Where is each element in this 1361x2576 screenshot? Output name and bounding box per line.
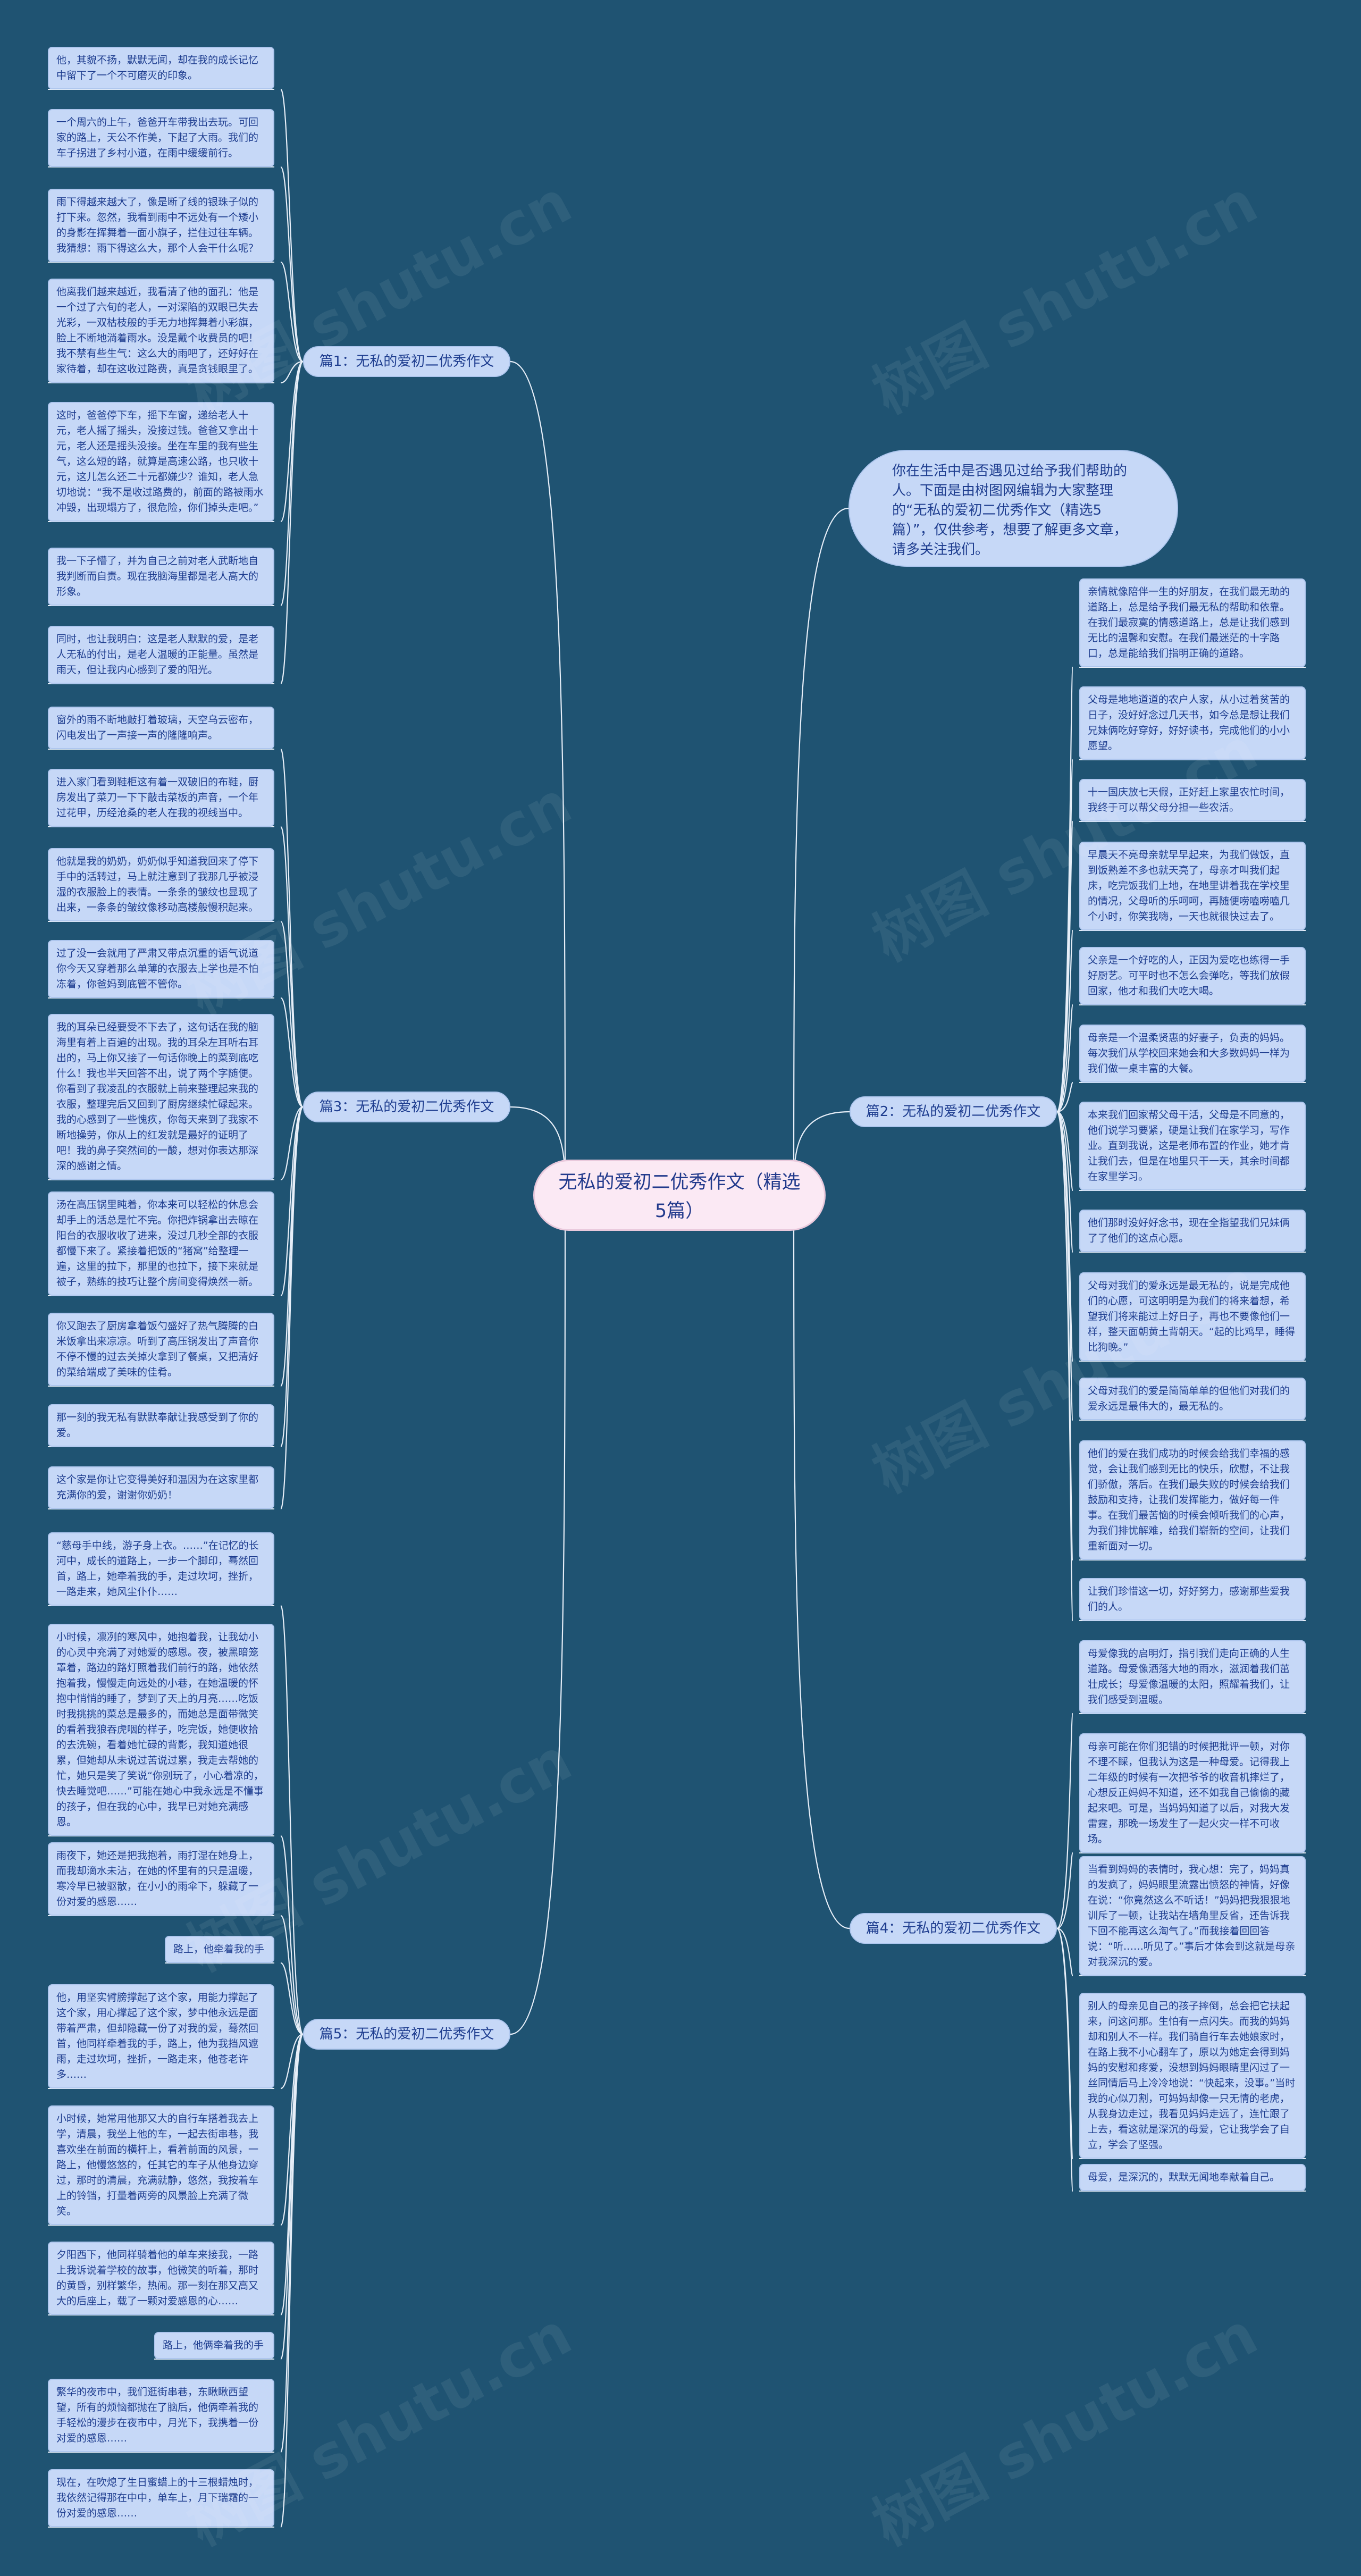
leaf-b4[interactable]: 母亲可能在你们犯错的时候把批评一顿，对你不理不睬，但我认为这是一种母爱。记得我上…: [1079, 1733, 1306, 1853]
connector-line: [280, 2033, 304, 2090]
connector-line: [280, 1106, 304, 1448]
connector-line: [280, 360, 304, 523]
leaf-b2[interactable]: 早晨天不亮母亲就早早起来，为我们做饭，直到饭熟差不多也就天亮了，母亲才叫我们起床…: [1079, 842, 1306, 930]
connector-line: [280, 748, 304, 1108]
leaf-b2[interactable]: 母亲是一个温柔贤惠的好妻子，负责的妈妈。每次我们从学校回来她会和大多数妈妈一样为…: [1079, 1025, 1306, 1083]
connector-line: [280, 920, 304, 1108]
leaf-b3[interactable]: 进入家门看到鞋柜这有着一双破旧的布鞋，厨房发出了菜刀一下下敲击菜板的声音，一个年…: [48, 769, 274, 827]
connector-line: [1056, 820, 1074, 1113]
connector-line: [280, 2033, 304, 2226]
leaf-b3[interactable]: 你又跑去了厨房拿着饭勺盛好了热气腾腾的白米饭拿出来凉凉。听到了高压锅发出了声音你…: [48, 1313, 274, 1386]
branch-node-4[interactable]: 篇4：无私的爱初二优秀作文: [850, 1913, 1057, 1944]
leaf-b4[interactable]: 别人的母亲见自己的孩子摔倒，总会把它扶起来，问这问那。生怕有一点闪失。而我的妈妈…: [1079, 1993, 1306, 2159]
branch-node-1[interactable]: 篇1：无私的爱初二优秀作文: [303, 346, 510, 377]
connector-line: [1056, 929, 1074, 1113]
connector-line: [1056, 1111, 1074, 1421]
leaf-b3[interactable]: 他就是我的奶奶，奶奶似乎知道我回来了停下手中的活转过，马上就注意到了我那几乎被浸…: [48, 848, 274, 921]
leaf-b5[interactable]: 小时候，她常用他那又大的自行车搭着我去上学，清晨，我坐上他的车，一起去街串巷，我…: [48, 2105, 274, 2225]
central-topic[interactable]: 无私的爱初二优秀作文（精选5篇）: [533, 1160, 826, 1231]
leaf-b2[interactable]: 他们那时没好好念书，现在全指望我们兄妹俩了了他们的这点心愿。: [1079, 1210, 1306, 1252]
connector-line: [1056, 1081, 1074, 1113]
connector-line: [1056, 1111, 1074, 1253]
leaf-b2[interactable]: 父母是地地道道的农户人家，从小过着贫苦的日子，没好好念过几天书，如今总是想让我们…: [1079, 686, 1306, 760]
leaf-b5[interactable]: 现在，在吹熄了生日蜜蜡上的十三根蜡烛时，我依然记得那在中中，单车上，月下瑞霜的一…: [48, 2469, 274, 2527]
leaf-b5[interactable]: 路上，他牵着我的手: [165, 1936, 274, 1963]
leaf-b1[interactable]: 这时，爸爸停下车，摇下车窗，递给老人十元，老人摇了摇头，没接过钱。爸爸又拿出十元…: [48, 402, 274, 522]
leaf-b3[interactable]: 汤在高压锅里盹着，你本来可以轻松的休息会却手上的活总是忙不完。你把炸锅拿出去晾在…: [48, 1191, 274, 1296]
leaf-b1[interactable]: 他离我们越来越近，我看清了他的面孔：他是一个过了六旬的老人，一对深陷的双眼已失去…: [48, 279, 274, 383]
connector-line: [280, 1835, 304, 2035]
connector-line: [280, 360, 304, 384]
connector-line: [1056, 1111, 1074, 1191]
leaf-b5[interactable]: 繁华的夜市中，我们逛街串巷，东瞅瞅西望望，所有的烦恼都抛在了脑后，他俩牵着我的手…: [48, 2379, 274, 2452]
leaf-b2[interactable]: 父母对我们的爱是简简单单的但他们对我们的爱永远是最伟大的，最无私的。: [1079, 1378, 1306, 1420]
connector-line: [280, 360, 304, 607]
connector-line: [280, 360, 304, 685]
connector-line: [510, 1195, 566, 2035]
connector-line: [1056, 1713, 1074, 1929]
connector-line: [280, 2033, 304, 2528]
connector-line: [1056, 1927, 1074, 2192]
leaf-b3[interactable]: 这个家是你让它变得美好和温因为在这家里都充满你的爱，谢谢你奶奶！: [48, 1466, 274, 1509]
leaf-b1[interactable]: 我一下子懵了，并为自己之前对老人武断地自我判断而自责。现在我脑海里都是老人高大的…: [48, 548, 274, 606]
leaf-b5[interactable]: “慈母手中线，游子身上衣。……”在记忆的长河中，成长的道路上，一步一个脚印，蓦然…: [48, 1532, 274, 1606]
connector-line: [1056, 1111, 1074, 1622]
leaf-b3[interactable]: 窗外的雨不断地敲打着玻璃，天空乌云密布，闪电发出了一声接一声的隆隆响声。: [48, 707, 274, 749]
connector-line: [280, 1962, 304, 2035]
leaf-b1[interactable]: 雨下得越来越大了，像是断了线的银珠子似的打下来。忽然，我看到雨中不远处有一个矮小…: [48, 189, 274, 262]
leaf-b5[interactable]: 夕阳西下，他同样骑着他的单车来接我，一路上我诉说着学校的故事，他微笑的听着，那时…: [48, 2242, 274, 2315]
connector-line: [280, 166, 304, 363]
leaf-b3[interactable]: 过了没一会就用了严肃又带点沉重的语气说道你今天又穿着那么单薄的衣服去上学也是不怕…: [48, 940, 274, 998]
branch-node-5[interactable]: 篇5：无私的爱初二优秀作文: [303, 2019, 510, 2050]
branch-node-2[interactable]: 篇2：无私的爱初二优秀作文: [850, 1096, 1057, 1127]
connector-line: [280, 1605, 304, 2035]
connector-line: [1056, 1004, 1074, 1113]
leaf-b5[interactable]: 小时候，凛冽的寒风中，她抱着我，让我幼小的心灵中充满了对她爱的感恩。夜，被黑暗笼…: [48, 1624, 274, 1836]
connector-line: [1056, 1852, 1074, 1929]
leaf-b3[interactable]: 那一刻的我无私有默默奉献让我感受到了你的爱。: [48, 1404, 274, 1447]
connector-line: [280, 997, 304, 1108]
connector-line: [793, 507, 849, 1196]
leaf-b1[interactable]: 同时，也让我明白：这是老人默默的爱，是老人无私的付出，是老人温暖的正能量。虽然是…: [48, 626, 274, 684]
intro-node[interactable]: 你在生活中是否遇见过给予我们帮助的人。下面是由树图网编辑为大家整理的“无私的爱初…: [848, 450, 1178, 567]
leaf-b4[interactable]: 母爱，是深沉的，默默无闻地奉献着自己。: [1079, 2164, 1306, 2191]
leaf-b1[interactable]: 一个周六的上午，爸爸开车带我出去玩。可回家的路上，天公不作美，下起了大雨。我们的…: [48, 109, 274, 167]
leaf-b2[interactable]: 父亲是一个好吃的人，正因为爱吃也练得一手好厨艺。可平时也不怎么会弹吃，等我们放假…: [1079, 947, 1306, 1005]
leaf-b4[interactable]: 当看到妈妈的表情时，我心想：完了，妈妈真的发疯了，妈妈眼里流露出愤怒的神情，好像…: [1079, 1856, 1306, 1976]
leaf-b2[interactable]: 亲情就像陪伴一生的好朋友，在我们最无助的道路上，总是给予我们最无私的帮助和依靠。…: [1079, 578, 1306, 667]
connector-line: [1056, 666, 1074, 1113]
connector-line: [280, 1915, 304, 2035]
leaf-b5[interactable]: 雨夜下，她还是把我抱着，雨打湿在她身上，而我却滴水未沾，在她的怀里有的只是温暖，…: [48, 1842, 274, 1916]
leaf-b2[interactable]: 本来我们回家帮父母干活，父母是不同意的，他们说学习要紧，硬是让我们在家学习，写作…: [1079, 1102, 1306, 1190]
leaf-b4[interactable]: 母爱像我的启明灯，指引我们走向正确的人生道路。母爱像洒落大地的雨水，滋润着我们茁…: [1079, 1640, 1306, 1714]
connector-line: [793, 1195, 850, 1929]
connector-line: [280, 1106, 304, 1297]
leaf-b2[interactable]: 十一国庆放七天假，正好赶上家里农忙时间，我终于可以帮父母分担一些农活。: [1079, 779, 1306, 821]
connector-line: [280, 261, 304, 363]
connector-line: [280, 1106, 304, 1181]
leaf-b2[interactable]: 让我们珍惜这一切，好好努力，感谢那些爱我们的人。: [1079, 1578, 1306, 1621]
connector-line: [280, 826, 304, 1108]
connector-line: [1056, 1927, 1074, 1977]
branch-node-3[interactable]: 篇3：无私的爱初二优秀作文: [303, 1092, 510, 1122]
leaf-b3[interactable]: 我的耳朵已经要受不下去了，这句话在我的脑海里有着上百遍的出现。我的耳朵左耳听右耳…: [48, 1014, 274, 1180]
connector-line: [280, 88, 304, 363]
leaf-b2[interactable]: 父母对我们的爱永远是最无私的，说是完成他们的心愿，可这明明是为我们的将来着想，希…: [1079, 1272, 1306, 1361]
connector-line: [510, 360, 566, 1196]
leaf-b2[interactable]: 他们的爱在我们成功的时候会给我们幸福的感觉，会让我们感到无比的快乐，欣慰，不让我…: [1079, 1440, 1306, 1560]
leaf-b1[interactable]: 他，其貌不扬，默默无闻，却在我的成长记忆中留下了一个不可磨灭的印象。: [48, 47, 274, 89]
leaf-b5[interactable]: 路上，他俩牵着我的手: [154, 2332, 274, 2359]
leaf-b5[interactable]: 他，用坚实臂膀撑起了这个家，用能力撑起了这个家，用心撑起了这个家，梦中他永远是面…: [48, 1984, 274, 2088]
connector-line: [280, 1106, 304, 1510]
